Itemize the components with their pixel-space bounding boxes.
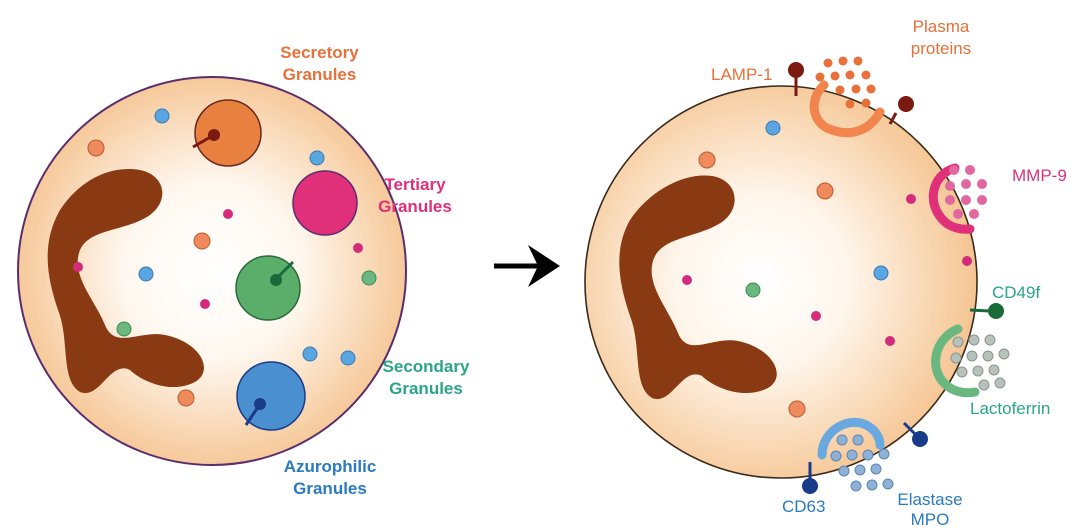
cd49f-receptor xyxy=(988,303,1004,319)
secondary-granule xyxy=(236,256,300,320)
lactoferrin-label: Lactoferrin xyxy=(970,398,1050,420)
cd63-receptor xyxy=(802,478,818,494)
secondary-granules-label: Secondary Granules xyxy=(366,356,486,400)
secretory-granules-label: Secretory Granules xyxy=(262,42,377,86)
resting-neutrophil xyxy=(18,77,406,465)
activated-neutrophil xyxy=(585,57,1009,495)
tertiary-granules-label: Tertiary Granules xyxy=(360,174,470,218)
cd63-label: CD63 xyxy=(782,496,825,518)
plasma-proteins-label: Plasma proteins xyxy=(896,16,986,60)
mmp9-label: MMP-9 xyxy=(1012,165,1067,187)
lamp1-receptor xyxy=(788,62,804,78)
tertiary-granule xyxy=(293,171,357,235)
azurophilic-granules-label: Azurophilic Granules xyxy=(268,456,392,500)
transition-arrow xyxy=(494,245,560,287)
lamp1-label: LAMP-1 xyxy=(711,64,772,86)
azurophilic-granule xyxy=(237,362,305,430)
cd49f-label: CD49f xyxy=(992,282,1040,304)
elastase-mpo-label: Elastase MPO xyxy=(890,490,970,530)
